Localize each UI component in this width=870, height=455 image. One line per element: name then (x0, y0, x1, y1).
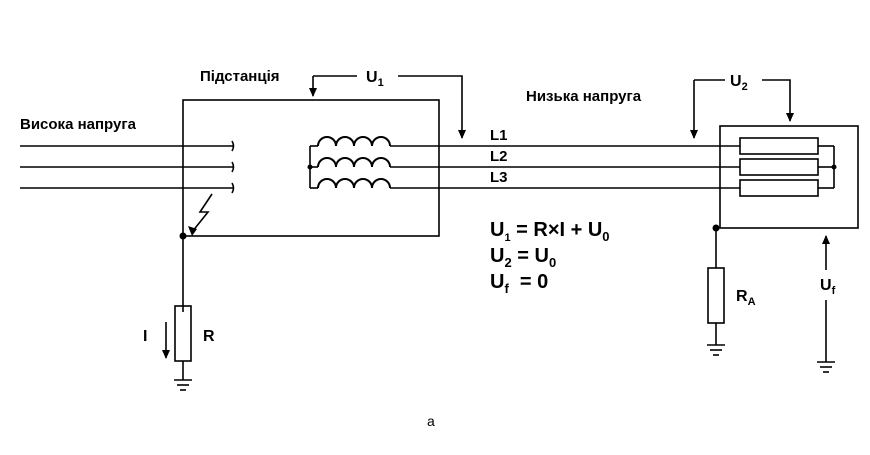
substation-label: Підстанція (200, 68, 280, 85)
consumer-loads (739, 137, 837, 197)
line-l1-label: L1 (490, 127, 508, 144)
equations: U1 = R×I + U0 U2 = U0 Uf = 0 (490, 219, 610, 296)
transformer-windings (307, 136, 391, 189)
figure-caption: a (427, 413, 435, 429)
consumer-box (719, 125, 859, 229)
line-l2-label: L2 (490, 148, 508, 165)
resistor-ra-label: RA (736, 288, 756, 308)
line-l3-label: L3 (490, 169, 508, 186)
u2-label: U2 (730, 73, 748, 93)
uf-label: Uf (820, 277, 836, 297)
substation-box (182, 99, 440, 237)
high-voltage-label: Висока напруга (20, 116, 137, 133)
current-i-label: I (143, 328, 147, 345)
equation-u2: U2 = U0 (490, 245, 556, 270)
u1-bracket (309, 75, 466, 139)
equation-uf: Uf = 0 (490, 271, 548, 296)
low-voltage-lines (390, 145, 740, 189)
resistor-r-label: R (203, 328, 215, 345)
substation-grounding (162, 193, 213, 391)
equation-u1: U1 = R×I + U0 (490, 219, 610, 244)
high-voltage-lines (20, 140, 235, 194)
low-voltage-label: Низька напруга (526, 88, 642, 105)
uf-measurement (817, 235, 835, 373)
u1-label: U1 (366, 69, 384, 89)
consumer-grounding (707, 224, 725, 356)
u2-bracket (690, 79, 794, 139)
